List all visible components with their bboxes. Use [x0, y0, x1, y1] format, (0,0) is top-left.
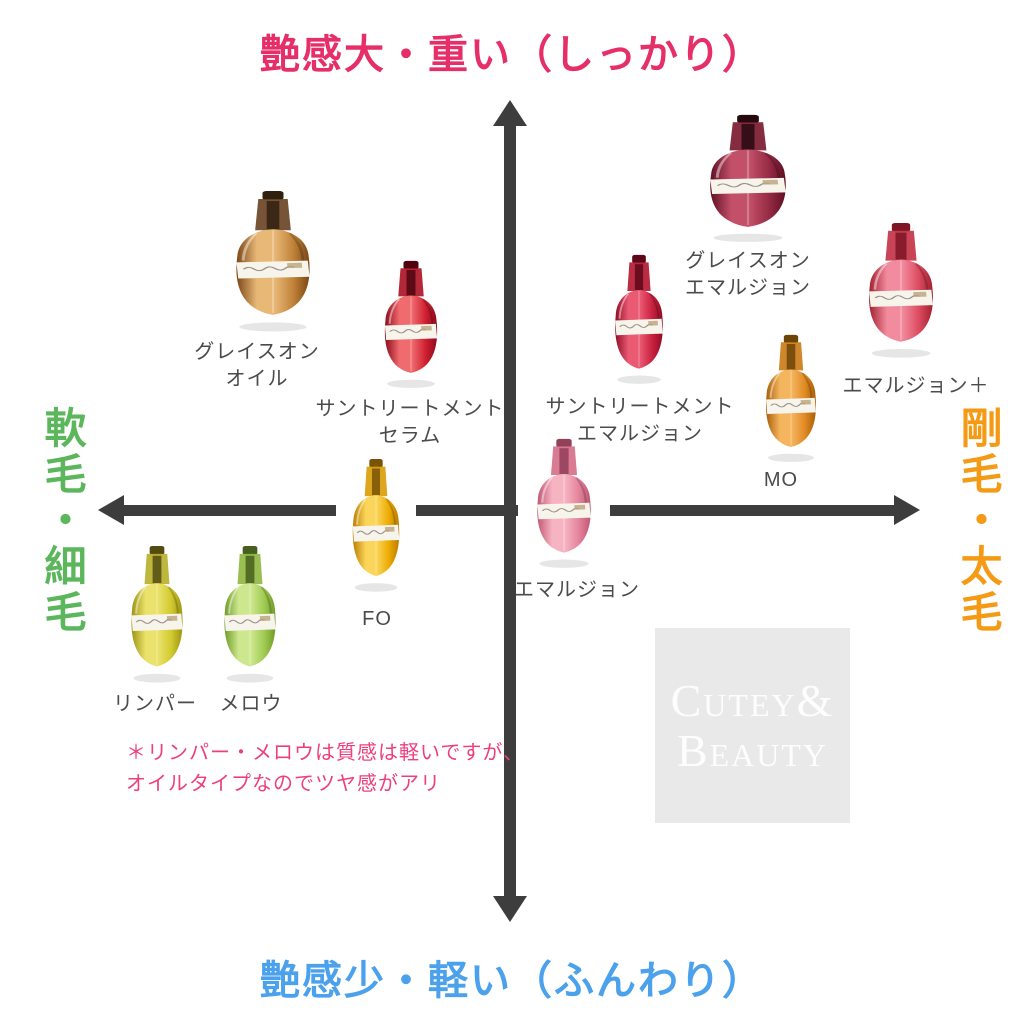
axis-title-right: 剛毛・太毛 [955, 406, 1002, 636]
bottle-graphic-limper [131, 545, 183, 683]
product-bottle-emulsion-plus [846, 222, 956, 362]
product-bottle-suntreatment-serum [366, 260, 456, 392]
product-bottle-mellow [206, 545, 294, 687]
axis-title-top: 艶感大・重い（しっかり） [260, 33, 764, 77]
axis-arrow-right-icon [894, 495, 920, 525]
product-label-mellow: メロウ [219, 693, 283, 715]
product-label-suntreatment-emulsion: サントリートメントエマルジョン [545, 396, 735, 445]
axis-arrow-up-icon [493, 100, 527, 126]
product-label-emulsion: エマルジョン [514, 579, 640, 601]
product-label-fo: FO [362, 608, 392, 630]
product-bottle-suntreatment-emulsion [598, 254, 680, 388]
bottle-graphic-mo [766, 334, 816, 462]
product-label-graceon-emulsion: グレイスオンエマルジョン [685, 250, 811, 299]
product-label-limper: リンパー [113, 693, 197, 715]
watermark-line2: Beauty [676, 724, 829, 776]
horizontal-axis-line [124, 505, 898, 516]
product-label-mo: MO [763, 469, 799, 491]
product-label-graceon-oil: グレイスオンオイル [194, 341, 320, 390]
axis-arrow-down-icon [493, 896, 527, 922]
watermark-line1: Cutey& [670, 674, 835, 726]
product-bottle-graceon-oil [210, 190, 336, 336]
bottle-graphic-fo [352, 458, 400, 592]
footnote-line2: オイルタイプなのでツヤ感がアリ [126, 773, 441, 795]
axis-title-bottom: 艶感少・軽い（ふんわり） [260, 959, 764, 1003]
bottle-graphic-suntreatment-serum [384, 260, 438, 388]
axis-arrow-left-icon [98, 495, 124, 525]
product-label-emulsion-plus: エマルジョン＋ [842, 375, 990, 397]
bottle-graphic-graceon-oil [236, 191, 310, 332]
product-bottle-graceon-emulsion [683, 114, 813, 246]
footnote: ＊リンパー・メロウは質感は軽いですが、 オイルタイプなのでツヤ感がアリ [126, 738, 524, 800]
bottle-graphic-emulsion [537, 438, 591, 568]
bottle-graphic-mellow [224, 545, 276, 683]
footnote-line1: ＊リンパー・メロウは質感は軽いですが、 [126, 742, 524, 764]
product-bottle-mo [748, 334, 834, 466]
product-bottle-fo [336, 458, 416, 596]
axis-title-left: 軟毛・細毛 [39, 406, 86, 636]
bottle-graphic-suntreatment-emulsion [615, 254, 663, 384]
product-label-suntreatment-serum: サントリートメントセラム [315, 398, 505, 447]
product-bottle-emulsion [518, 438, 610, 572]
bottle-graphic-emulsion-plus [869, 222, 933, 358]
watermark-badge: Cutey& Beauty [655, 628, 850, 823]
product-bottle-limper [113, 545, 201, 687]
bottle-graphic-graceon-emulsion [710, 114, 786, 242]
